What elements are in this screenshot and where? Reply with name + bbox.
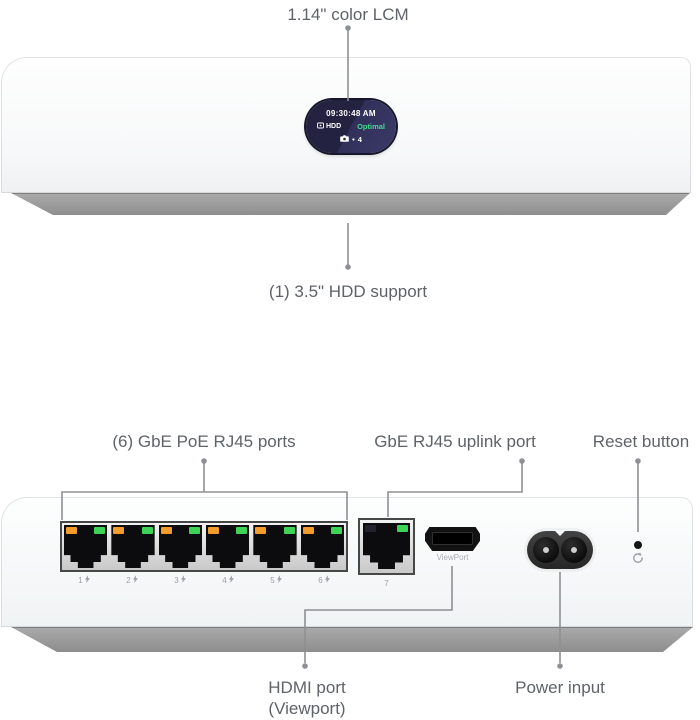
poe-port-block — [60, 521, 348, 572]
screen-status-row: HDD Optimal — [306, 122, 396, 131]
rj45-jack — [64, 525, 108, 568]
rj45-jack — [205, 525, 250, 568]
inlet-hole-right — [561, 537, 587, 563]
rj45-jack — [253, 525, 297, 568]
uplink-port-number: 7 — [384, 579, 389, 588]
poe-port-1 — [62, 523, 109, 570]
reset-button — [634, 541, 642, 549]
camera-separator: • — [352, 135, 355, 144]
front-device-base — [11, 193, 690, 215]
link-led-green — [283, 527, 295, 534]
poe-led-orange — [160, 527, 172, 534]
poe-bolt-icon — [180, 575, 186, 585]
reset-callout-label: Reset button — [592, 432, 690, 451]
screen-hdd-status: Optimal — [357, 122, 385, 131]
poe-port-label: 2 — [108, 575, 156, 585]
poe-port-label: 1 — [60, 575, 108, 585]
poe-port-label: 6 — [300, 575, 348, 585]
rj45-jack — [363, 523, 410, 569]
poe-port-6 — [299, 523, 346, 570]
hdmi-slot — [432, 532, 473, 545]
link-led-green — [236, 527, 248, 534]
camera-icon — [340, 135, 349, 144]
poe-port-label: 5 — [252, 575, 300, 585]
power-inlet — [527, 531, 593, 569]
inlet-hole-left — [533, 537, 559, 563]
link-led-green — [94, 527, 106, 534]
poe-led-orange — [302, 527, 314, 534]
poe-bolt-icon — [276, 575, 282, 585]
lcm-callout-label: 1.14" color LCM — [287, 5, 409, 24]
poe-bolt-icon — [228, 575, 234, 585]
link-led-green — [188, 527, 200, 534]
poe-port-2 — [109, 523, 156, 570]
hdmi-callout-label: HDMI port (Viewport) — [268, 678, 346, 718]
poe-led-orange — [207, 527, 219, 534]
hdmi-port — [425, 527, 480, 551]
link-led-green — [141, 527, 153, 534]
screen-hdd-label: HDD — [326, 123, 342, 130]
poe-port-5 — [251, 523, 298, 570]
camera-count: 4 — [357, 135, 362, 144]
poe-port-3 — [157, 523, 204, 570]
rj45-jack — [111, 525, 155, 568]
inlet-pin — [543, 547, 549, 553]
screen-hdd-item: HDD — [317, 122, 341, 131]
rj45-jack — [158, 525, 202, 568]
inlet-pin — [571, 547, 577, 553]
poe-led-orange — [66, 527, 77, 534]
uplink-callout-label: GbE RJ45 uplink port — [374, 432, 536, 451]
led-off — [365, 525, 376, 532]
poe-bolt-icon — [324, 575, 330, 585]
rj45-jack — [300, 525, 344, 568]
rear-device-base — [11, 627, 693, 652]
hdd-icon — [317, 122, 324, 131]
poe-port-4 — [204, 523, 251, 570]
poe-port-label: 3 — [156, 575, 204, 585]
power-callout-label: Power input — [515, 678, 605, 697]
uplink-port — [358, 518, 415, 575]
link-led-green — [330, 527, 342, 534]
viewport-engraving: ViewPort — [436, 553, 469, 562]
poe-led-orange — [113, 527, 125, 534]
poe-port-label: 4 — [204, 575, 252, 585]
link-led-green — [397, 525, 408, 532]
screen-camera-row: • 4 — [306, 135, 396, 144]
screen-time: 09:30:48 AM — [326, 109, 376, 118]
reset-icon — [631, 551, 645, 570]
inlet-notch — [555, 531, 565, 536]
poe-callout-label: (6) GbE PoE RJ45 ports — [112, 432, 296, 451]
hdd-callout-label: (1) 3.5" HDD support — [268, 282, 428, 301]
poe-led-orange — [255, 527, 267, 534]
poe-bolt-icon — [132, 575, 138, 585]
poe-bolt-icon — [84, 575, 90, 585]
lcm-screen: 09:30:48 AM HDD Optimal • 4 — [306, 100, 396, 153]
poe-port-number-row: 1 2 3 4 5 6 — [60, 575, 348, 585]
